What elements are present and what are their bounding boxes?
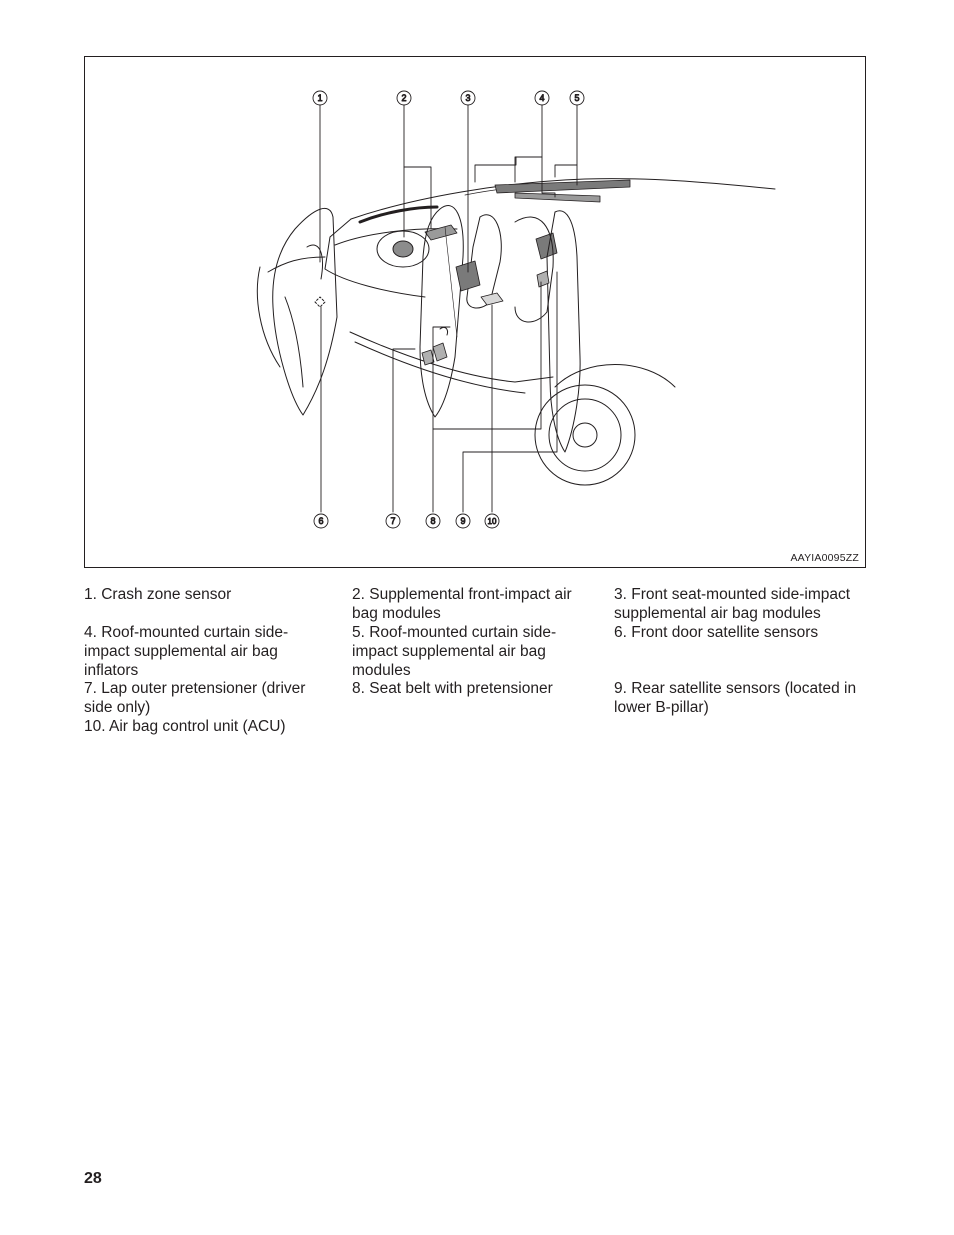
legend-item: 9. Rear satellite sensors (located in lo… [614,680,857,716]
callout-label: 1 [317,93,322,103]
callout-label: 3 [465,93,470,103]
legend-item: 4. Roof-mounted curtain side-impact supp… [84,624,289,679]
vehicle-airbag-diagram: 1 2 3 4 5 6 7 8 9 10 [256,90,776,529]
page-number: 28 [84,1170,102,1187]
callout-label: 9 [460,516,465,526]
legend-item: 10. Air bag control unit (ACU) [84,718,286,735]
legend-item: 8. Seat belt with pretensioner [352,680,553,697]
callout-label: 6 [318,516,323,526]
legend-item: 7. Lap outer pretensioner (driver side o… [84,680,306,716]
callout-label: 2 [401,93,406,103]
legend-item: 2. Supplemental front-impact air bag mod… [352,586,572,622]
callout-label: 8 [430,516,435,526]
legend-item: 5. Roof-mounted curtain side-impact supp… [352,624,557,679]
figure-code: AAYIA0095ZZ [790,552,859,564]
callout-label: 5 [574,93,579,103]
callout-label: 7 [390,516,395,526]
airbag-system-figure: 1 2 3 4 5 6 7 8 9 10 AAYIA0095ZZ [84,56,866,568]
callout-label: 4 [539,93,544,103]
callout-label: 10 [488,517,497,526]
legend-item: 1. Crash zone sensor [84,586,232,603]
legend-item: 6. Front door satellite sensors [614,624,819,641]
legend-item: 3. Front seat-mounted side-impact supple… [614,586,851,622]
